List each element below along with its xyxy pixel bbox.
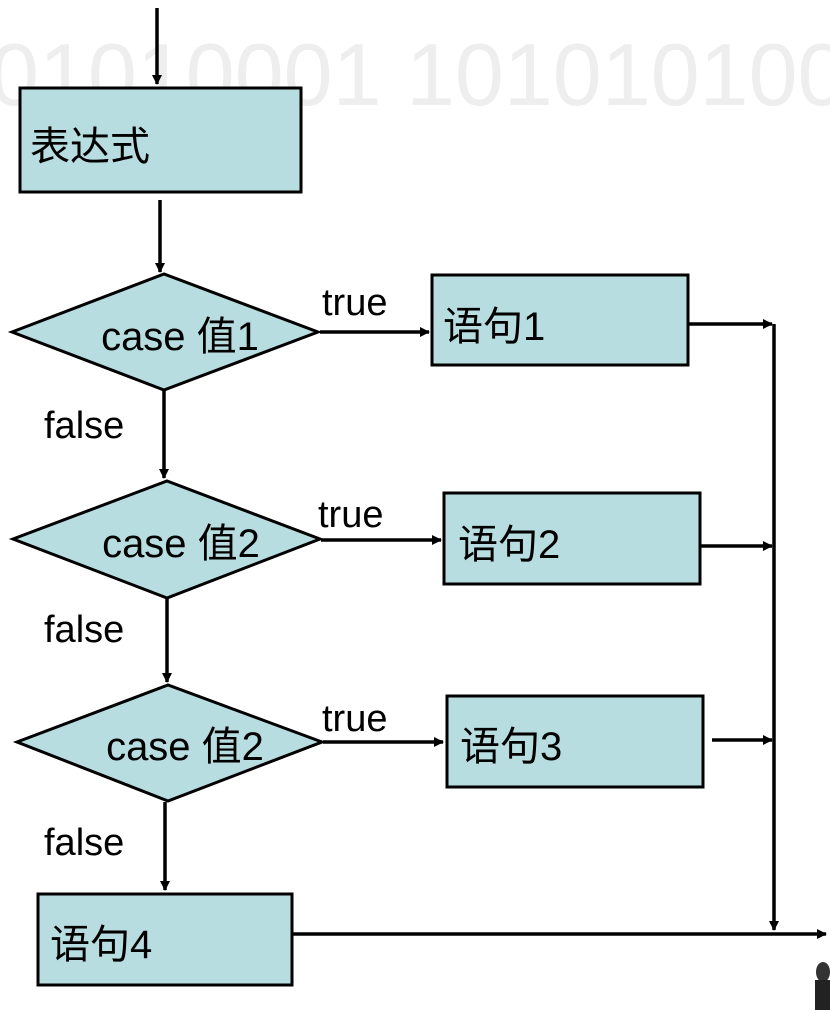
corner-figure-icon — [815, 962, 830, 1010]
true-label-3: true — [322, 698, 387, 740]
statement-box-1 — [430, 273, 690, 367]
expression-box — [18, 86, 303, 194]
case-decision-1 — [7, 272, 323, 392]
case-decision-2 — [8, 479, 325, 600]
false-label-2: false — [44, 609, 124, 651]
false-label-1: false — [44, 405, 124, 447]
case-label-2: case 值2 — [102, 522, 260, 566]
statement-box-4 — [36, 892, 294, 987]
statement-label-3: 语句3 — [460, 725, 562, 769]
true-label-2: true — [318, 494, 383, 536]
statement-label-1: 语句1 — [443, 305, 545, 349]
case-label-3: case 值2 — [106, 725, 264, 769]
true-label-1: true — [322, 282, 387, 324]
case-decision-3 — [12, 683, 327, 803]
expression-label: 表达式 — [30, 125, 150, 169]
statement-box-2 — [442, 491, 702, 586]
statement-label-2: 语句2 — [458, 523, 560, 567]
false-label-3: false — [44, 822, 124, 864]
statement-box-3 — [445, 694, 705, 789]
statement-label-4: 语句4 — [50, 923, 152, 967]
case-label-1: case 值1 — [101, 315, 259, 359]
